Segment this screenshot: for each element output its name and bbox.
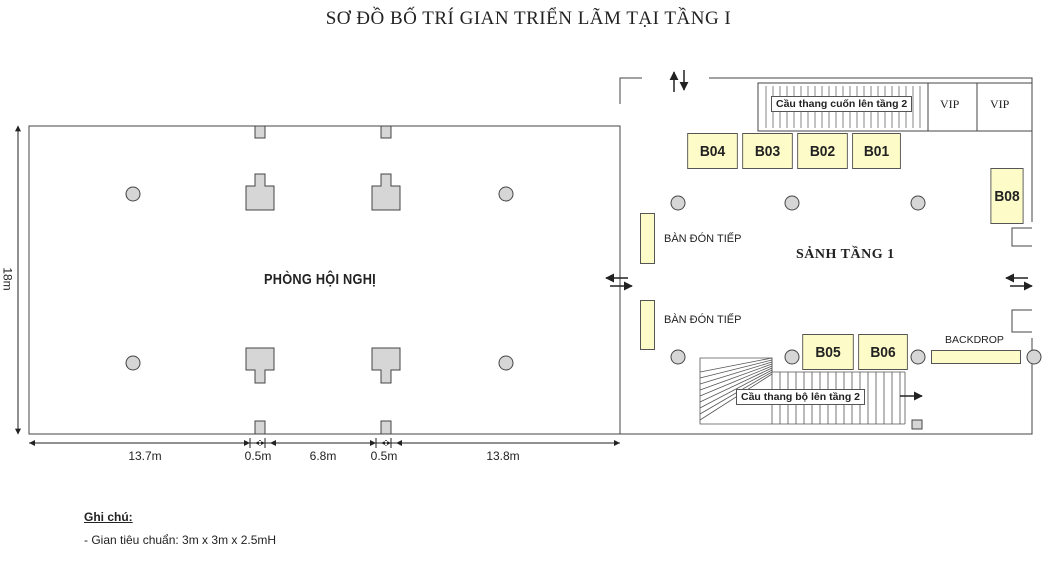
round-pillar	[910, 195, 926, 211]
column-stub	[254, 125, 266, 139]
round-pillar	[1026, 349, 1042, 365]
reception-desk	[640, 213, 655, 264]
t-column	[371, 347, 401, 384]
round-pillar	[498, 355, 514, 371]
escalator-vip-block	[757, 82, 1033, 132]
conference-room-name: PHÒNG HỘI NGHỊ	[264, 271, 376, 288]
t-column	[371, 173, 401, 211]
backdrop-panel	[931, 350, 1021, 364]
round-pillar	[125, 355, 141, 371]
hall-name: SẢNH TẦNG 1	[796, 247, 895, 262]
vip-room-label: VIP	[990, 97, 1010, 111]
round-pillar	[910, 349, 926, 365]
round-pillar	[784, 195, 800, 211]
stair-label: Cầu thang bộ lên tầng 2	[736, 389, 866, 405]
booth-b04: B04	[687, 133, 738, 169]
reception-desk	[640, 300, 655, 350]
dimension-label: 0.5m	[370, 449, 398, 463]
escalator-label: Cầu thang cuốn lên tầng 2	[771, 96, 913, 112]
column-stub	[380, 125, 392, 139]
dimension-label: 6.8m	[309, 449, 337, 463]
round-pillar	[670, 195, 686, 211]
vip-room-label: VIP	[940, 97, 960, 111]
round-pillar	[670, 349, 686, 365]
booth-b01: B01	[852, 133, 901, 169]
dimension-label: 13.8m	[486, 449, 520, 463]
dimension-label: 0.5m	[244, 449, 272, 463]
reception-desk-label: BÀN ĐÓN TIẾP	[664, 314, 742, 326]
hall-wall	[619, 298, 1033, 435]
dimension-label: 13.7m	[128, 449, 162, 463]
backdrop-label: BACKDROP	[945, 334, 1004, 346]
hall-wall	[709, 77, 1033, 222]
height-dimension-label: 18m	[0, 267, 15, 291]
booth-b02: B02	[797, 133, 848, 169]
booth-b03: B03	[742, 133, 793, 169]
reception-desk-label: BÀN ĐÓN TIẾP	[664, 233, 742, 245]
hall-wall	[1011, 309, 1032, 333]
booth-b06: B06	[858, 334, 908, 370]
conference-room-outline	[28, 125, 621, 435]
t-column	[245, 347, 275, 384]
round-pillar	[498, 186, 514, 202]
notes-title: Ghi chú:	[84, 510, 133, 524]
column-stub	[380, 420, 392, 435]
hall-wall	[619, 77, 642, 104]
booth-b08: B08	[990, 168, 1024, 224]
small-pillar	[911, 419, 923, 430]
round-pillar	[125, 186, 141, 202]
round-pillar	[784, 349, 800, 365]
booth-b05: B05	[802, 334, 854, 370]
page-title: SƠ ĐỒ BỐ TRÍ GIAN TRIỂN LÃM TẠI TẦNG I	[325, 8, 732, 29]
column-stub	[254, 420, 266, 435]
t-column	[245, 173, 275, 211]
hall-wall	[1011, 227, 1032, 247]
notes-line: - Gian tiêu chuẩn: 3m x 3m x 2.5mH	[84, 533, 277, 547]
